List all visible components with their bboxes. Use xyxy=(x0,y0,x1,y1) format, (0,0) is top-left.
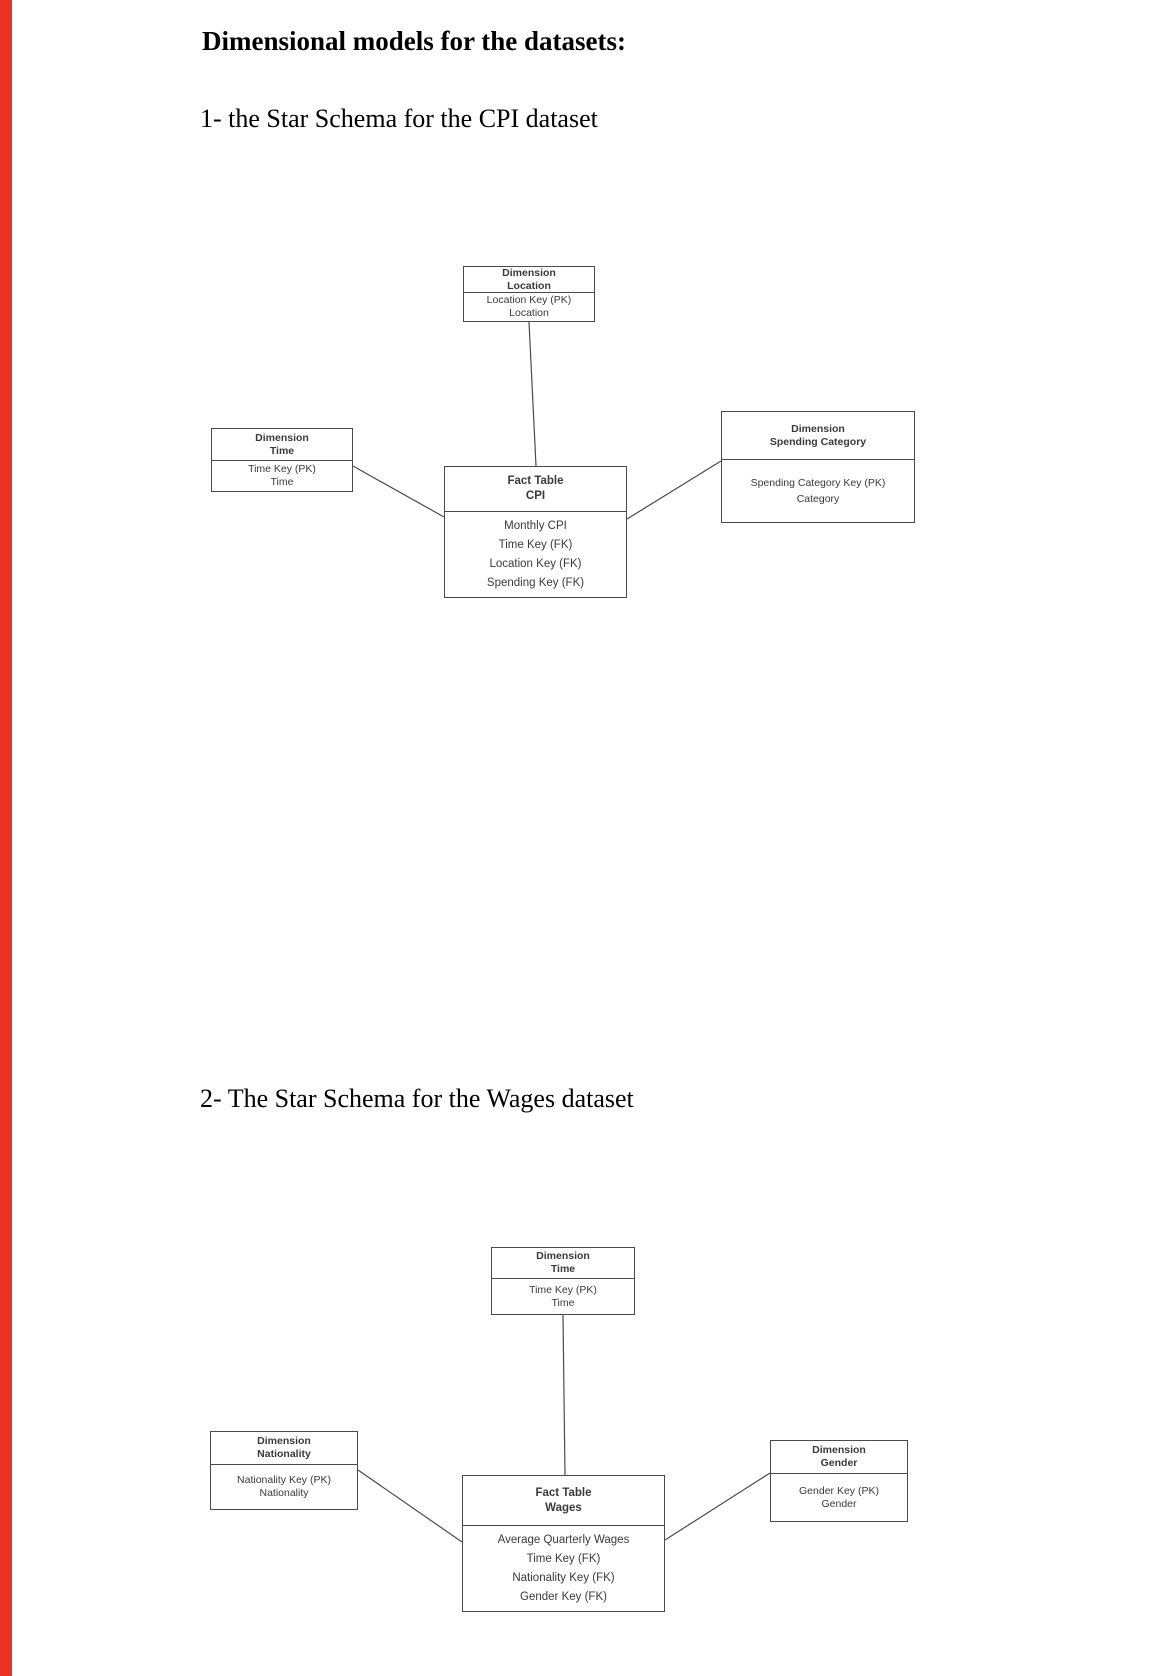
table-field: Time Key (PK) xyxy=(529,1283,597,1296)
table-field: Time Key (FK) xyxy=(498,538,573,551)
table-type-label: Fact Table xyxy=(535,1486,592,1499)
table-field: Time Key (PK) xyxy=(248,463,316,475)
table-type-label: Dimension xyxy=(536,1250,590,1262)
dimension-nationality-table: Dimension Nationality Nationality Key (P… xyxy=(210,1431,358,1510)
connector-nationality-fact-wages xyxy=(357,1469,463,1543)
table-name-label: Location xyxy=(507,279,551,292)
table-type-label: Fact Table xyxy=(507,475,564,487)
table-field: Nationality xyxy=(259,1487,309,1499)
table-field: Location Key (FK) xyxy=(489,557,582,570)
connector-location-fact-cpi xyxy=(528,321,537,467)
table-name-label: Spending Category xyxy=(769,435,867,448)
table-field: Location Key (PK) xyxy=(486,294,572,306)
table-field: Nationality Key (FK) xyxy=(512,1571,615,1584)
fact-table-cpi: Fact Table CPI Monthly CPI Time Key (FK)… xyxy=(444,466,627,598)
table-field: Category xyxy=(796,493,840,505)
table-name-label: Nationality xyxy=(257,1448,311,1460)
connector-time-fact-cpi xyxy=(352,465,445,518)
table-name-label: Wages xyxy=(545,1501,582,1514)
table-name-label: Time xyxy=(550,1263,576,1275)
connector-time-fact-wages xyxy=(562,1314,566,1476)
table-field: Spending Key (FK) xyxy=(486,576,585,589)
table-field: Time xyxy=(270,476,294,488)
section-1-heading: 1- the Star Schema for the CPI dataset xyxy=(200,104,598,133)
table-type-label: Dimension xyxy=(502,266,556,279)
dimension-time-table-cpi: Dimension Time Time Key (PK) Time xyxy=(211,428,353,492)
table-type-label: Dimension xyxy=(255,431,309,444)
table-field: Gender Key (FK) xyxy=(520,1590,607,1603)
page-title: Dimensional models for the datasets: xyxy=(202,26,626,56)
table-field: Gender Key (PK) xyxy=(799,1484,879,1497)
table-field: Spending Category Key (PK) xyxy=(750,477,886,489)
table-field: Location xyxy=(509,307,549,319)
left-edge-red-bar xyxy=(0,0,12,1676)
dimension-location-table: Dimension Location Location Key (PK) Loc… xyxy=(463,266,595,322)
fact-table-wages: Fact Table Wages Average Quarterly Wages… xyxy=(462,1475,665,1612)
connector-spending-fact-cpi xyxy=(626,460,722,520)
table-type-label: Dimension xyxy=(812,1444,866,1456)
dimension-spending-category-table: Dimension Spending Category Spending Cat… xyxy=(721,411,915,523)
table-name-label: Gender xyxy=(820,1457,858,1469)
table-field: Monthly CPI xyxy=(504,519,567,532)
table-field: Time xyxy=(551,1296,575,1309)
table-type-label: Dimension xyxy=(257,1435,311,1447)
table-field: Gender xyxy=(821,1497,857,1510)
connector-gender-fact-wages xyxy=(664,1472,771,1541)
dimension-time-table-wages: Dimension Time Time Key (PK) Time xyxy=(491,1247,635,1315)
dimension-gender-table: Dimension Gender Gender Key (PK) Gender xyxy=(770,1440,908,1522)
table-field: Time Key (FK) xyxy=(526,1552,601,1565)
table-name-label: CPI xyxy=(525,490,546,502)
section-2-heading: 2- The Star Schema for the Wages dataset xyxy=(200,1084,634,1113)
table-name-label: Time xyxy=(269,444,295,457)
table-type-label: Dimension xyxy=(791,422,845,435)
table-field: Nationality Key (PK) xyxy=(237,1474,331,1486)
table-field: Average Quarterly Wages xyxy=(497,1533,630,1546)
